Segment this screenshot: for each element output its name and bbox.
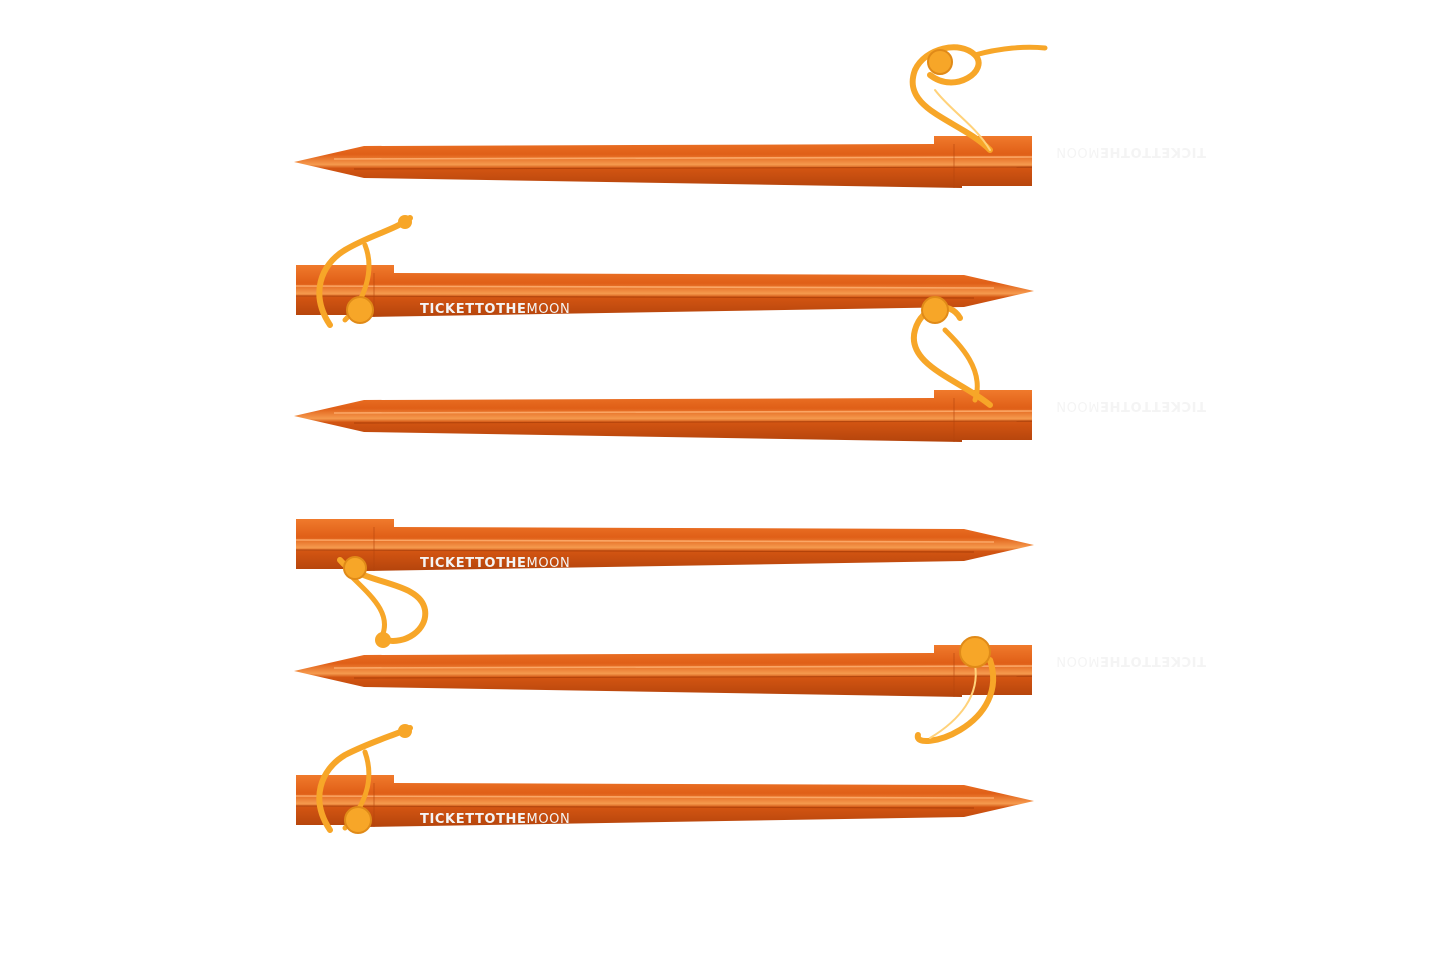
tent-peg-2: TICKETTOTHEMOON [295, 264, 1035, 318]
cord-loop-3 [910, 296, 993, 408]
peg-brand-text: TICKETTOTHEMOON [1056, 144, 1206, 159]
peg-brand-text: TICKETTOTHEMOON [1056, 398, 1206, 413]
peg-brand-text: TICKETTOTHEMOON [420, 556, 570, 571]
cord-loop-4 [337, 556, 429, 648]
cord-loop-6 [316, 724, 413, 834]
tent-peg-5: TICKETTOTHEMOON [293, 644, 1206, 698]
tent-peg-4: TICKETTOTHEMOON [295, 518, 1035, 572]
tent-peg-1: TICKETTOTHEMOON [293, 135, 1206, 189]
cord-loop-1 [909, 44, 1048, 153]
cord-loop-2 [316, 215, 413, 328]
peg-brand-text: TICKETTOTHEMOON [420, 812, 570, 827]
peg-brand-text: TICKETTOTHEMOON [1056, 653, 1206, 668]
cord-loop-5 [914, 636, 997, 744]
tent-peg-3: TICKETTOTHEMOON [293, 389, 1206, 443]
peg-brand-text: TICKETTOTHEMOON [420, 302, 570, 317]
tent-peg-6: TICKETTOTHEMOON [295, 774, 1035, 828]
